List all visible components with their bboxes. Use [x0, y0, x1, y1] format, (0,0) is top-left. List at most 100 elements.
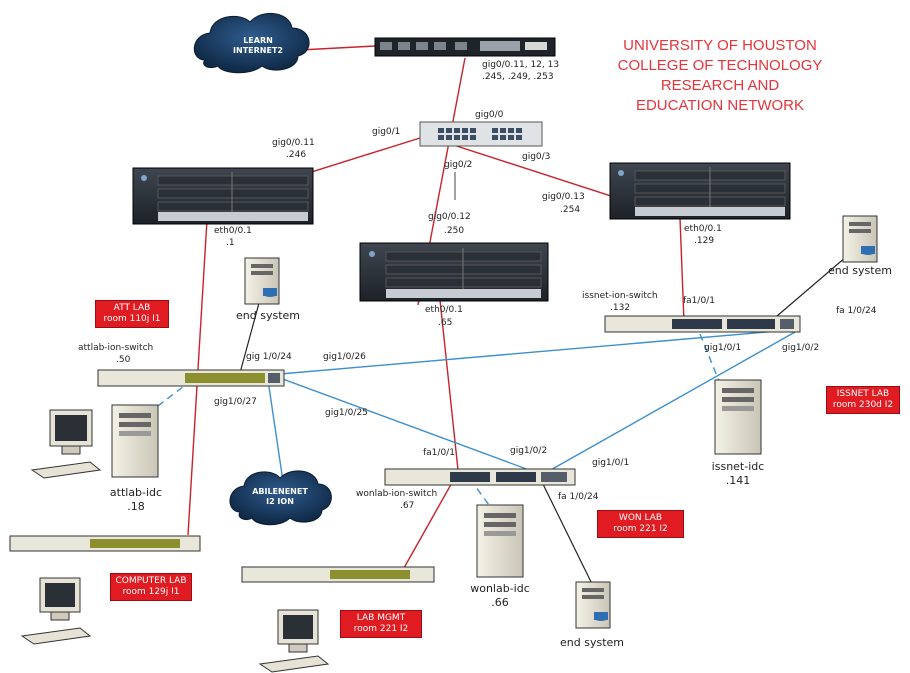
top-router — [374, 37, 556, 57]
lab-won-name: WON LAB — [618, 513, 663, 523]
pc-attlab — [30, 409, 102, 479]
attlab-idc-server — [111, 404, 159, 478]
won-fa24-label: fa 1/0/24 — [558, 492, 599, 502]
labmgmt-switch — [241, 566, 435, 583]
attlab-gig24-label: gig 1/0/24 — [246, 352, 292, 362]
cloud-abilene-line1: ABILENENET — [252, 487, 308, 496]
end-system-issnet-server — [842, 215, 878, 263]
cloud-learn-internet2 — [193, 13, 310, 74]
lab-box-computer: COMPUTER LAB room 129j I1 — [110, 573, 192, 601]
link-end-system-won — [539, 477, 596, 591]
issnet-switch-ip-label: .132 — [610, 303, 631, 313]
attlab-switch-label: attlab-ion-switch — [78, 343, 154, 353]
cloud-abilene-line2: I2 ION — [266, 497, 294, 506]
mid-router-eth-label: eth0/0.1 — [425, 305, 463, 315]
core-gig2-label: gig0/2 — [444, 160, 473, 170]
lab-issnet-name: ISSNET LAB — [836, 389, 890, 399]
issnet-fa1-label: fa1/0/1 — [683, 296, 715, 306]
wonlab-idc-ip-label: .66 — [491, 596, 509, 609]
middle-router — [359, 242, 549, 302]
title-line-4: EDUCATION NETWORK — [635, 97, 805, 114]
left-router — [132, 167, 314, 225]
won-switch-label: wonlab-ion-switch — [356, 489, 438, 499]
issnet-idc-server — [714, 379, 762, 455]
lab-mgmt-name: LAB MGMT — [356, 613, 406, 623]
cloud-learn-line1: LEARN — [243, 36, 273, 45]
link-won-issnet — [539, 331, 796, 477]
issnet-gig2-label: gig1/0/2 — [782, 343, 820, 353]
right-router — [609, 162, 791, 220]
attlab-switch-ip-label: .50 — [116, 355, 131, 365]
won-gig2-label: gig1/0/2 — [510, 446, 548, 456]
mid-router-ip-label: .250 — [444, 226, 465, 236]
won-fa1-label: fa1/0/1 — [423, 448, 455, 458]
link-attlab-won — [279, 377, 541, 475]
left-router-eth-ip-label: .1 — [226, 238, 235, 248]
lab-won-room: room 221 I2 — [613, 524, 668, 534]
mid-router-eth-ip-label: .65 — [438, 318, 453, 328]
core-gig1-label: gig0/1 — [372, 127, 401, 137]
end-system-won-server — [575, 581, 611, 629]
lab-box-att: ATT LAB room 110j I1 — [95, 300, 169, 328]
cloud-learn-label: LEARN INTERNET2 — [226, 36, 290, 56]
pc-computerlab — [20, 577, 92, 645]
core-switch — [419, 121, 543, 147]
link-right-router-issnet — [679, 217, 685, 323]
top-router-ports-label: gig0/0.11, 12, 13 — [482, 60, 560, 70]
wonlab-ion-switch — [384, 468, 576, 486]
end-system-label-2: end system — [828, 264, 892, 277]
issnet-fa24-label: fa 1/0/24 — [836, 306, 877, 316]
issnet-ion-switch — [604, 315, 801, 333]
link-learn-router — [299, 45, 376, 51]
lab-computer-name: COMPUTER LAB — [115, 576, 187, 586]
link-mid-router-won — [439, 299, 459, 471]
wonlab-idc-server — [476, 504, 524, 578]
link-won-mgmt — [399, 471, 459, 576]
diagram-title: UNIVERSITY OF HOUSTON COLLEGE OF TECHNOL… — [570, 36, 870, 116]
end-system-label-1: end system — [236, 309, 300, 322]
right-router-ip-label: .254 — [560, 205, 581, 215]
mid-router-port-label: gig0/0.12 — [428, 212, 471, 222]
lab-box-won: WON LAB room 221 I2 — [597, 510, 684, 538]
lab-box-issnet: ISSNET LAB room 230d I2 — [826, 386, 900, 414]
title-line-2: COLLEGE OF TECHNOLOGY — [617, 57, 823, 74]
left-router-ip-label: .246 — [286, 150, 307, 160]
black-links — [239, 172, 861, 591]
issnet-gig1-label: gig1/0/1 — [704, 343, 742, 353]
right-router-eth-ip-label: .129 — [694, 236, 715, 246]
left-router-eth-label: eth0/0.1 — [214, 226, 252, 236]
issnet-idc-ip-label: .141 — [725, 474, 751, 487]
end-system-attlab-server — [244, 257, 280, 305]
computerlab-switch — [9, 535, 201, 552]
top-router-ips-label: .245, .249, .253 — [482, 72, 554, 82]
lab-computer-room: room 129j I1 — [122, 587, 180, 597]
link-attlab-issnet — [279, 329, 791, 375]
issnet-switch-label: issnet-ion-switch — [582, 291, 658, 301]
core-gig3-label: gig0/3 — [522, 152, 551, 162]
attlab-gig25-label: gig1/0/25 — [325, 408, 368, 418]
cloud-abilene-ion — [229, 470, 332, 526]
wonlab-idc-label: wonlab-idc — [470, 582, 530, 595]
attlab-idc-ip-label: .18 — [127, 500, 145, 513]
title-line-1: UNIVERSITY OF HOUSTON — [623, 37, 817, 54]
won-gig1-label: gig1/0/1 — [592, 458, 630, 468]
lab-box-mgmt: LAB MGMT room 221 I2 — [340, 610, 422, 638]
pc-labmgmt — [258, 609, 330, 673]
lab-att-name: ATT LAB — [113, 303, 151, 313]
link-end-system-attlab — [239, 291, 263, 374]
right-router-eth-label: eth0/0.1 — [684, 224, 722, 234]
lab-mgmt-room: room 221 I2 — [353, 624, 409, 634]
lab-issnet-room: room 230d I2 — [832, 400, 894, 410]
core-gig0-label: gig0/0 — [475, 110, 504, 120]
attlab-gig27-label: gig1/0/27 — [214, 397, 257, 407]
end-system-label-3: end system — [560, 636, 624, 649]
cloud-learn-line2: INTERNET2 — [233, 46, 283, 55]
attlab-idc-label: attlab-idc — [109, 486, 163, 499]
attlab-ion-switch — [97, 369, 285, 387]
left-router-port-label: gig0/0.11 — [272, 138, 315, 148]
title-line-3: RESEARCH AND — [660, 77, 780, 94]
issnet-idc-label: issnet-idc — [711, 460, 765, 473]
cloud-abilene-label: ABILENENET I2 ION — [248, 487, 312, 507]
